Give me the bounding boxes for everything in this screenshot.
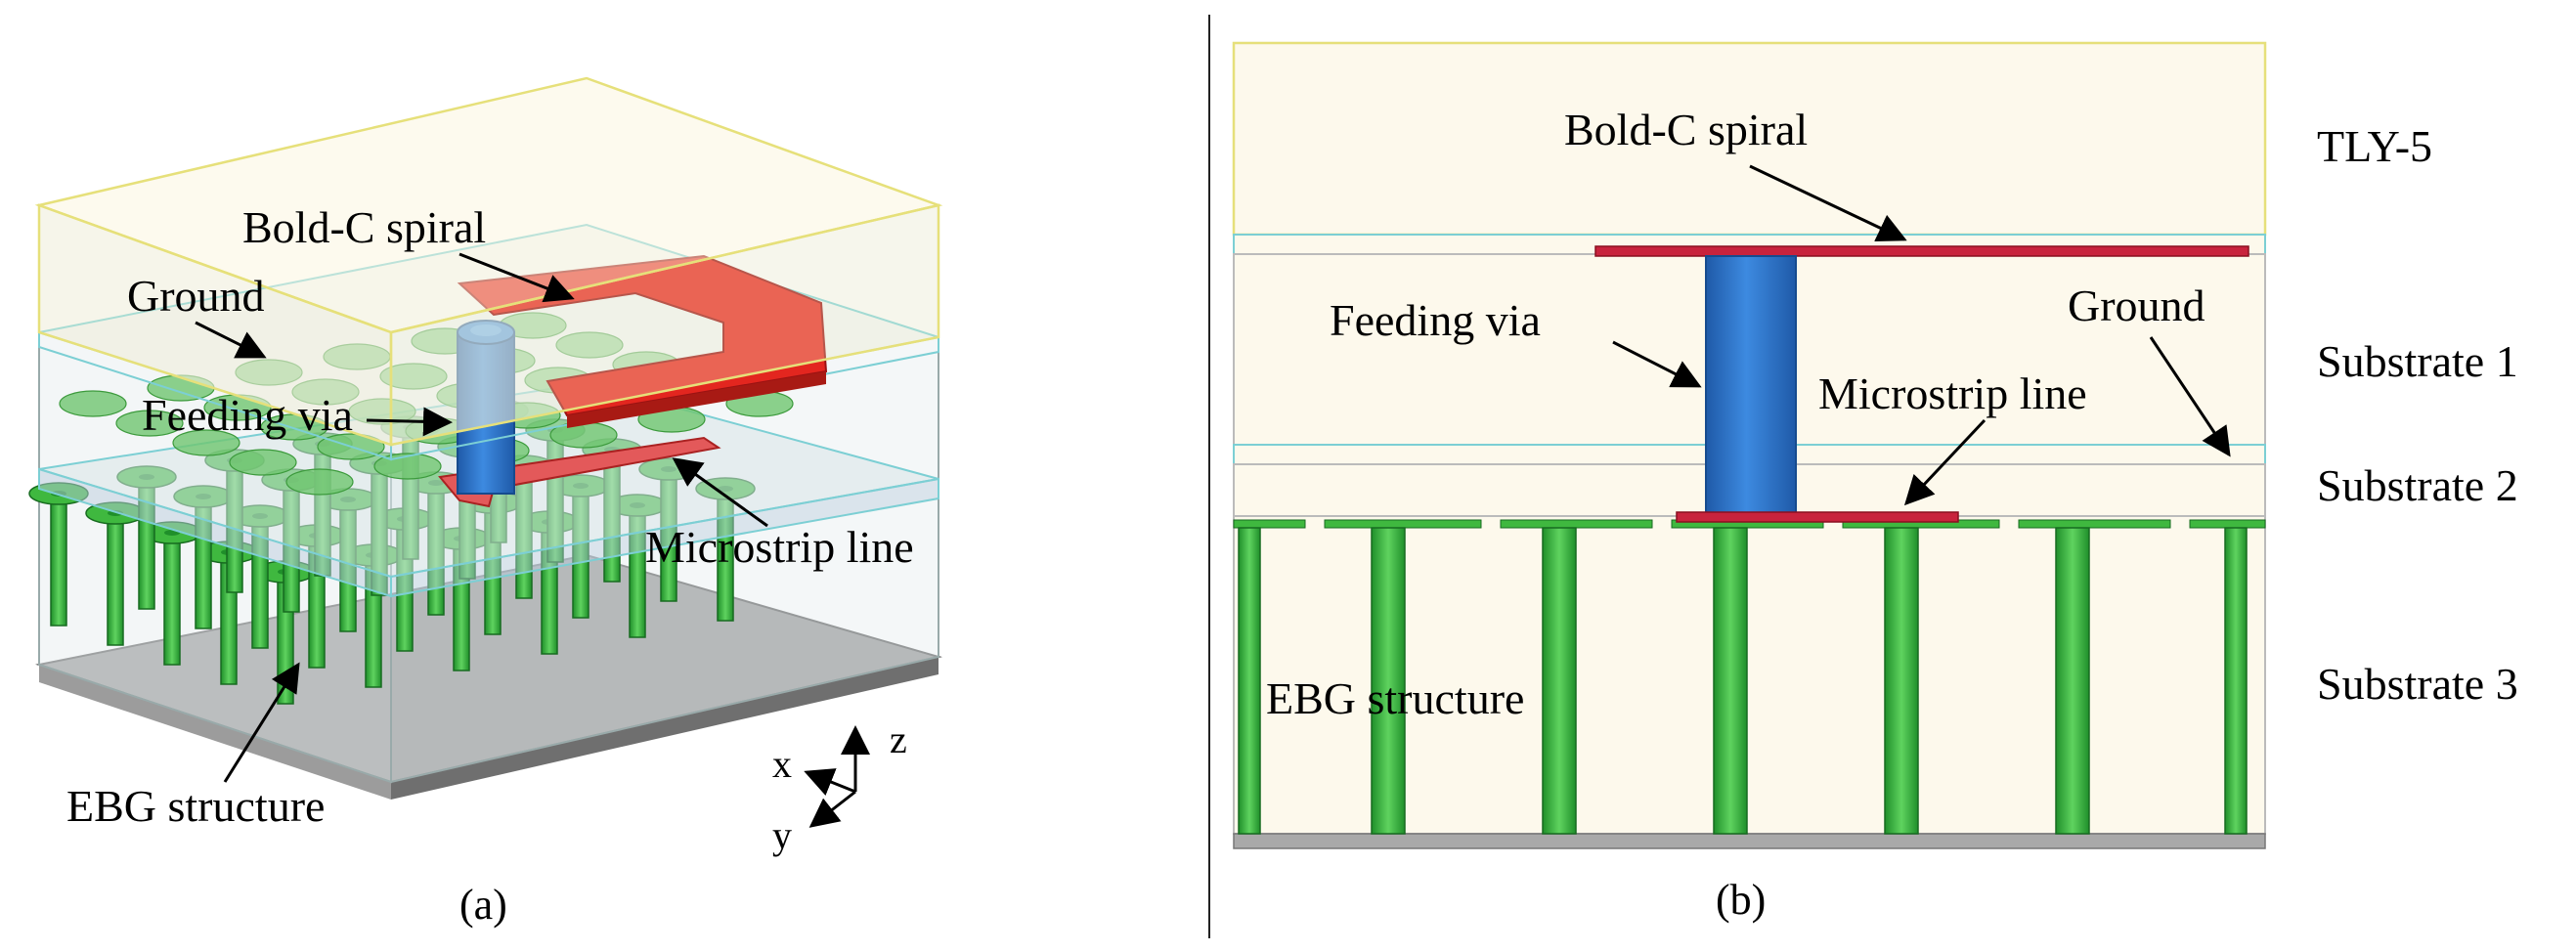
ground-patch bbox=[59, 390, 127, 417]
ebg-pin bbox=[1238, 527, 1261, 835]
ebg-pin bbox=[2224, 527, 2248, 835]
arrow-feeding-via-b bbox=[1612, 340, 1702, 388]
ground-patch bbox=[379, 363, 448, 390]
ebg-patch bbox=[2018, 519, 2171, 529]
axis-y-label: y bbox=[772, 813, 792, 857]
ebg-patch bbox=[1324, 519, 1482, 529]
arrow-ebg-structure-a bbox=[223, 662, 300, 783]
tly5-front-right bbox=[389, 203, 940, 447]
ebg-pin bbox=[1371, 527, 1406, 835]
ebg-patch bbox=[1233, 519, 1306, 529]
ground-base-plate-edge bbox=[391, 657, 939, 800]
ebg-pin bbox=[50, 493, 67, 627]
ebg-pin bbox=[1884, 527, 1919, 835]
ebg-pin bbox=[107, 512, 124, 646]
ebg-pin bbox=[1542, 527, 1577, 835]
layer-label-substrate-2: Substrate 2 bbox=[2317, 460, 2518, 510]
ebg-patch bbox=[2189, 519, 2266, 529]
ground-patch bbox=[115, 410, 184, 437]
microstrip-line-b bbox=[1676, 511, 1959, 523]
ebg-pin bbox=[163, 532, 181, 666]
label-feeding-via-a: Feeding via bbox=[142, 390, 353, 440]
ground-base-plate-b bbox=[1233, 833, 2266, 849]
arrow-feeding-via-a bbox=[366, 407, 453, 437]
arrow-bold-c-spiral-b bbox=[1749, 164, 1907, 241]
ground-patch bbox=[291, 378, 360, 406]
ground-patch bbox=[229, 449, 297, 476]
layer-label-tly5: TLY-5 bbox=[2317, 121, 2432, 171]
arrow-ground-a bbox=[195, 321, 267, 359]
arrow-microstrip-line-a bbox=[672, 457, 768, 528]
tly5-layer-b bbox=[1232, 41, 2267, 237]
label-ground-b: Ground bbox=[2068, 281, 2205, 330]
bold-c-spiral-b bbox=[1594, 245, 2249, 257]
ebg-patch bbox=[1500, 519, 1653, 529]
feeding-via-b bbox=[1705, 255, 1797, 514]
caption-b: (b) bbox=[1716, 876, 1766, 924]
label-ebg-structure-b: EBG structure bbox=[1266, 673, 1524, 723]
ground-patch bbox=[235, 359, 303, 386]
label-feeding-via-b: Feeding via bbox=[1330, 295, 1541, 345]
ground-patch bbox=[172, 429, 240, 456]
label-microstrip-line-a: Microstrip line bbox=[645, 522, 914, 572]
feeding-via-top-inner-a bbox=[470, 325, 502, 336]
arrow-ground-b bbox=[2149, 336, 2231, 457]
ebg-pin bbox=[1713, 527, 1748, 835]
ebg-pin bbox=[2055, 527, 2090, 835]
substrate-3-layer-b bbox=[1233, 515, 2266, 835]
coordinate-axes: z x y bbox=[772, 717, 907, 857]
ground-patch bbox=[555, 331, 624, 359]
panel-b: Bold-C spiral Feeding via Ground Microst… bbox=[1232, 41, 2518, 924]
ebg-pin-row bbox=[1238, 527, 2248, 835]
ground-base-plate-edge-left bbox=[39, 665, 391, 800]
substrate-2-side bbox=[390, 477, 939, 598]
label-bold-c-spiral-b: Bold-C spiral bbox=[1564, 105, 1808, 154]
label-ebg-structure-a: EBG structure bbox=[66, 781, 325, 831]
caption-a: (a) bbox=[459, 881, 507, 929]
arrow-bold-c-spiral-a bbox=[458, 252, 575, 303]
label-microstrip-line-b: Microstrip line bbox=[1818, 368, 2087, 418]
axis-z-label: z bbox=[890, 717, 907, 761]
layer-label-substrate-3: Substrate 3 bbox=[2317, 659, 2518, 709]
axis-x-label: x bbox=[772, 742, 792, 786]
bold-c-spiral-edge-a bbox=[567, 371, 826, 428]
layer-label-substrate-1: Substrate 1 bbox=[2317, 336, 2518, 386]
ground-patch bbox=[285, 468, 354, 496]
label-ground-a: Ground bbox=[127, 271, 265, 321]
arrow-microstrip-line-b bbox=[1903, 418, 1987, 506]
label-bold-c-spiral-a: Bold-C spiral bbox=[242, 202, 486, 252]
feeding-via-a bbox=[457, 331, 515, 495]
panel-a: Bold-C spiral Ground Feeding via Microst… bbox=[28, 76, 943, 929]
ground-patch bbox=[348, 398, 416, 425]
